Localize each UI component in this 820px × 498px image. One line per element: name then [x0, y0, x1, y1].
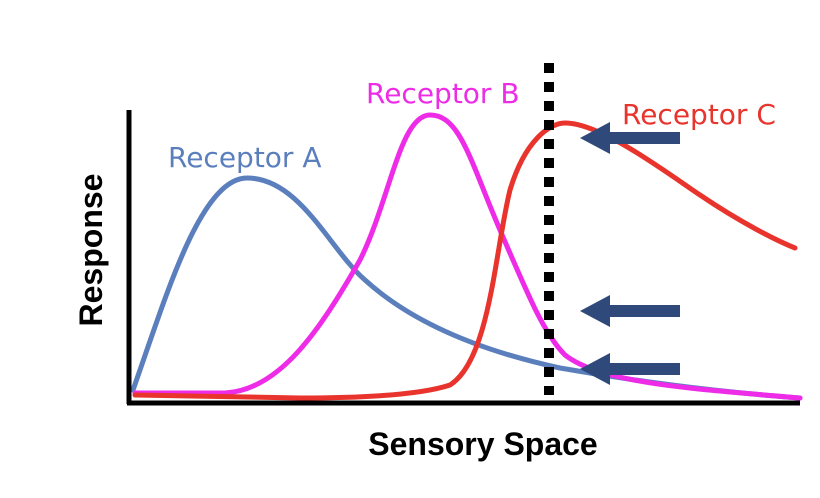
- x-axis-title: Sensory Space: [368, 426, 597, 462]
- y-axis-title: Response: [73, 174, 109, 327]
- receptor-c-label: Receptor C: [622, 98, 776, 131]
- arrow-icon: [580, 122, 680, 154]
- receptor-b-label: Receptor B: [366, 77, 520, 110]
- receptor-c-curve: [132, 120, 798, 401]
- arrow-icon: [580, 295, 680, 327]
- receptor-a-label: Receptor A: [168, 141, 322, 174]
- arrow-icon: [580, 353, 680, 385]
